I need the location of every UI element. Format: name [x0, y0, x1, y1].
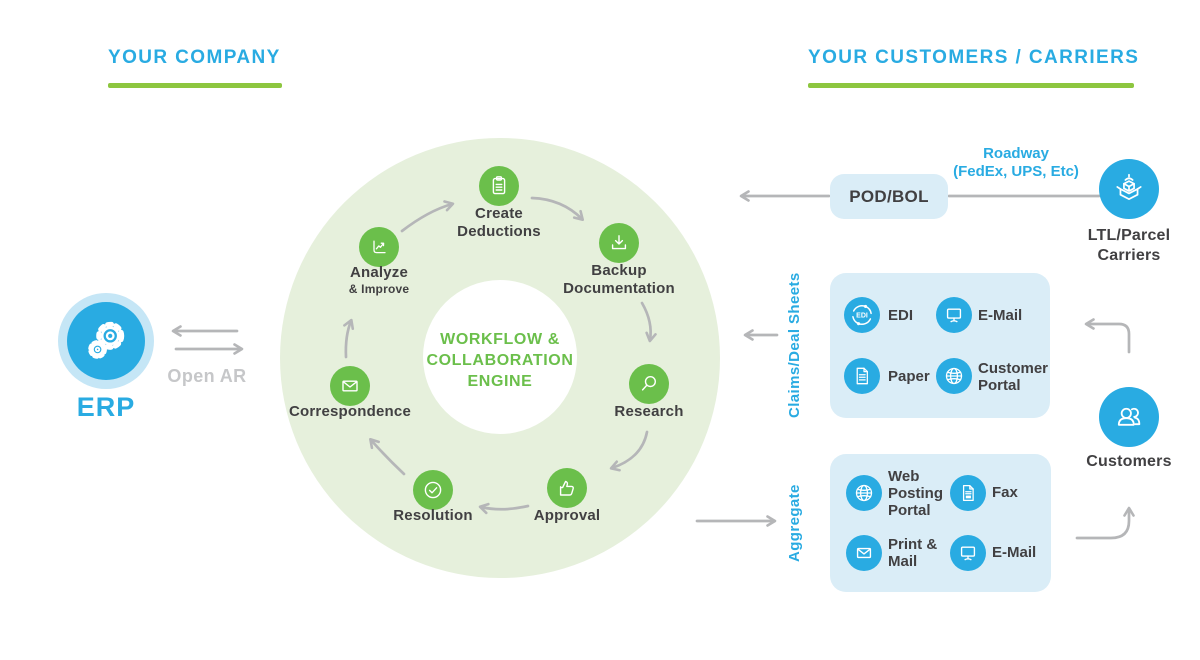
aggregate-item-email-label: E-Mail	[992, 544, 1037, 561]
step-create-deductions	[479, 166, 519, 206]
step-resolution-label: Resolution	[393, 507, 473, 525]
package-icon	[1116, 173, 1142, 201]
arrow-research-to-approval	[609, 430, 649, 472]
document-icon	[856, 367, 868, 385]
label-line: Analyze	[349, 264, 409, 281]
workflow-ring-center	[423, 280, 577, 434]
magnifier-icon	[641, 376, 657, 391]
header-your-customers-underline	[808, 83, 1134, 88]
arrow-resolution-to-correspondence	[369, 437, 406, 476]
roadway-label-line2: (FedEx, UPS, Etc)	[953, 163, 1079, 180]
label-line: Deductions	[457, 223, 541, 240]
svg-text:EDI: EDI	[856, 313, 868, 320]
pod-bol-label: POD/BOL	[849, 186, 929, 206]
roadway-label-line1: Roadway	[983, 145, 1049, 162]
globe-icon	[855, 484, 873, 502]
people-icon	[1117, 407, 1141, 426]
step-approval	[547, 468, 587, 508]
pod-bol-box: POD/BOL	[830, 174, 948, 219]
edi-icon: EDI	[851, 304, 873, 326]
arrow-aggregate-to-customers	[1075, 506, 1135, 540]
arrow-analyze-to-create	[400, 200, 455, 233]
claims-side-label: Claims/Deal Sheets	[786, 272, 803, 419]
arrow-create-to-backup	[530, 196, 585, 222]
fax-icon	[962, 485, 974, 501]
claims-item-customer-portal-label: Customer Portal	[978, 360, 1049, 394]
monitor-icon	[946, 308, 962, 323]
step-analyze-improve	[359, 227, 399, 267]
label-line: Research	[614, 403, 684, 420]
monitor-icon	[960, 546, 976, 561]
aggregate-item-fax-label: Fax	[992, 484, 1018, 501]
label-line: & Improve	[348, 282, 410, 296]
aggregate-item-print-mail-label: Print & Mail	[888, 536, 938, 570]
line-chart-icon	[373, 240, 386, 254]
globe-icon	[945, 367, 963, 385]
step-resolution	[413, 470, 453, 510]
envelope-icon	[856, 547, 872, 559]
customers-label: Customers	[1086, 453, 1171, 471]
gears-icon	[88, 321, 125, 359]
erp-node	[67, 302, 145, 380]
claims-box	[830, 273, 1050, 418]
aggregate-item-print-mail-node	[846, 535, 882, 571]
claims-item-email-label: E-Mail	[978, 307, 1023, 324]
download-icon	[611, 235, 627, 250]
step-backup-documentation-label: Backup Documentation	[563, 262, 675, 298]
label-line: Create	[475, 205, 523, 222]
check-circle-icon	[424, 481, 442, 499]
clipboard-icon	[492, 176, 506, 195]
aggregate-side-label: Aggregate	[786, 484, 803, 562]
step-research-label: Research	[614, 403, 683, 421]
claims-item-paper-label: Paper	[888, 368, 930, 385]
label-line: Approval	[533, 507, 601, 524]
step-approval-label: Approval	[534, 507, 601, 525]
customers-node	[1099, 387, 1159, 447]
step-create-deductions-label: Create Deductions	[457, 205, 541, 241]
ltl-parcel-carriers-node	[1099, 159, 1159, 219]
claims-item-paper-node	[844, 358, 880, 394]
label-line: LTL/Parcel	[1087, 227, 1171, 244]
aggregate-item-web-posting-label: Web Posting Portal	[888, 468, 943, 519]
envelope-icon	[342, 380, 358, 392]
header-your-company: YOUR COMPANY	[108, 47, 281, 68]
open-ar-label: Open AR	[167, 366, 247, 386]
claims-item-edi-node: EDI	[844, 297, 880, 333]
aggregate-item-fax-node	[950, 475, 986, 511]
header-your-company-underline	[108, 83, 282, 88]
label-line: Resolution	[393, 507, 473, 524]
label-line: Carriers	[1097, 247, 1161, 264]
engine-title-line2: COLLABORATION	[426, 352, 574, 369]
arrow-approval-to-resolution	[478, 502, 530, 515]
step-backup-documentation	[599, 223, 639, 263]
step-correspondence	[330, 366, 370, 406]
engine-title: WORKFLOW & COLLABORATION ENGINE	[410, 329, 590, 392]
label-line: Documentation	[563, 280, 675, 297]
header-your-customers: YOUR CUSTOMERS / CARRIERS	[808, 47, 1140, 68]
aggregate-item-email-node	[950, 535, 986, 571]
claims-item-customer-portal-node	[936, 358, 972, 394]
ltl-parcel-carriers-label: LTL/Parcel Carriers	[1088, 226, 1171, 266]
thumbs-up-icon	[559, 480, 574, 496]
arrow-customers-to-claims	[1084, 318, 1131, 354]
arrow-correspondence-to-analyze	[343, 318, 355, 359]
engine-title-line3: ENGINE	[467, 373, 533, 390]
step-analyze-improve-label: Analyze & Improve	[349, 264, 409, 297]
engine-title-line1: WORKFLOW &	[440, 331, 560, 348]
step-research	[629, 364, 669, 404]
arrow-backup-to-research	[640, 301, 657, 343]
claims-item-edi-label: EDI	[888, 307, 914, 324]
label-line: Customers	[1086, 453, 1172, 470]
step-correspondence-label: Correspondence	[289, 403, 411, 421]
label-line: Backup	[591, 262, 647, 279]
aggregate-item-web-posting-node	[846, 475, 882, 511]
label-line: Correspondence	[289, 403, 411, 420]
claims-item-email-node	[936, 297, 972, 333]
erp-label: ERP	[76, 392, 136, 422]
